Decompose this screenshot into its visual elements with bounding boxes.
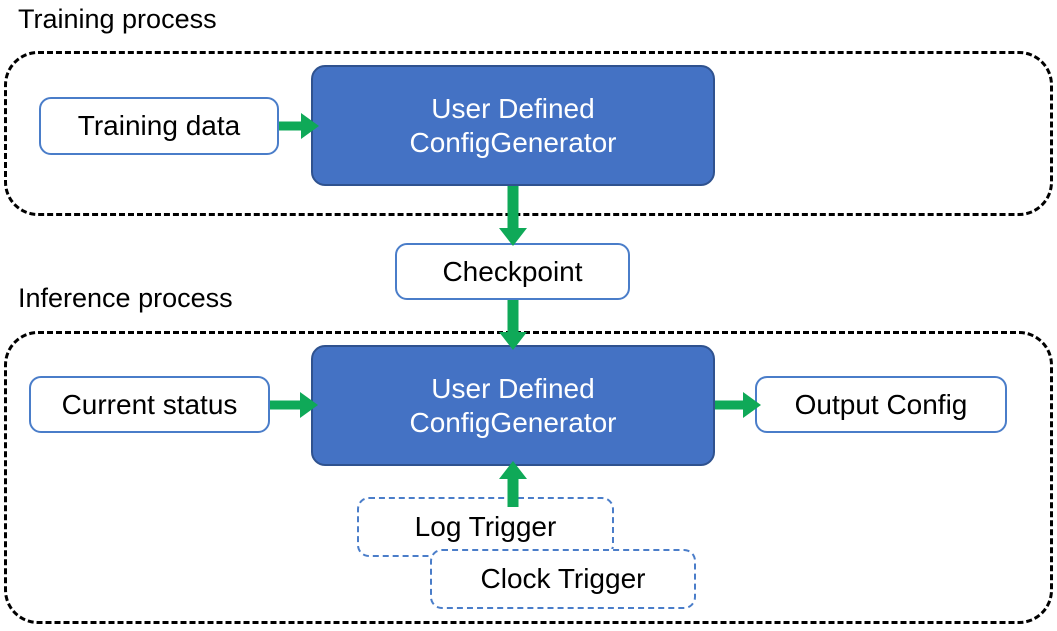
arrow-head-down-icon [499, 228, 527, 246]
arrow-config-generator-to-checkpoint [498, 186, 528, 246]
node-current-status-label: Current status [61, 388, 238, 420]
arrow-head-right-icon [301, 113, 319, 139]
inference-process-label: Inference process [18, 283, 233, 313]
node-output-config-label: Output Config [794, 388, 968, 420]
arrow-shaft [507, 475, 519, 507]
arrow-head-down-icon [499, 332, 527, 350]
arrow-head-up-icon [499, 461, 527, 479]
arrow-shaft [507, 300, 519, 334]
node-training-config-generator-line2: ConfigGenerator [409, 126, 617, 158]
node-current-status[interactable]: Current status [29, 376, 270, 433]
node-clock-trigger-label: Clock Trigger [480, 563, 646, 594]
training-process-label: Training process [18, 4, 217, 34]
node-clock-trigger[interactable]: Clock Trigger [430, 549, 696, 609]
arrow-head-right-icon [743, 392, 761, 418]
arrow-head-right-icon [300, 392, 318, 418]
node-inference-config-generator-line1: User Defined [431, 372, 595, 404]
arrow-shaft [715, 400, 745, 410]
arrow-current-status-to-config-generator [270, 391, 318, 419]
arrow-shaft [507, 186, 519, 230]
node-training-data-label: Training data [77, 110, 241, 141]
node-inference-config-generator-label: User Defined ConfigGenerator [409, 372, 616, 440]
node-training-data[interactable]: Training data [39, 97, 279, 155]
arrow-checkpoint-to-inference-config-generator [498, 300, 528, 350]
training-process-container [4, 51, 1053, 216]
node-inference-config-generator-line2: ConfigGenerator [409, 406, 617, 438]
node-inference-user-defined-config-generator[interactable]: User Defined ConfigGenerator [311, 345, 715, 466]
node-training-config-generator-line1: User Defined [431, 92, 595, 124]
node-checkpoint[interactable]: Checkpoint [395, 243, 630, 300]
node-log-trigger[interactable]: Log Trigger [357, 497, 614, 557]
node-training-config-generator-label: User Defined ConfigGenerator [409, 92, 616, 160]
node-output-config[interactable]: Output Config [755, 376, 1007, 433]
arrow-shaft [279, 121, 303, 131]
node-training-user-defined-config-generator[interactable]: User Defined ConfigGenerator [311, 65, 715, 186]
node-checkpoint-label: Checkpoint [442, 255, 583, 287]
inference-process-container [4, 331, 1053, 624]
arrow-shaft [270, 400, 302, 410]
arrow-training-data-to-config-generator [279, 112, 319, 140]
node-log-trigger-label: Log Trigger [414, 511, 557, 542]
arrow-triggers-to-config-generator [498, 461, 528, 507]
arrow-config-generator-to-output-config [715, 391, 761, 419]
